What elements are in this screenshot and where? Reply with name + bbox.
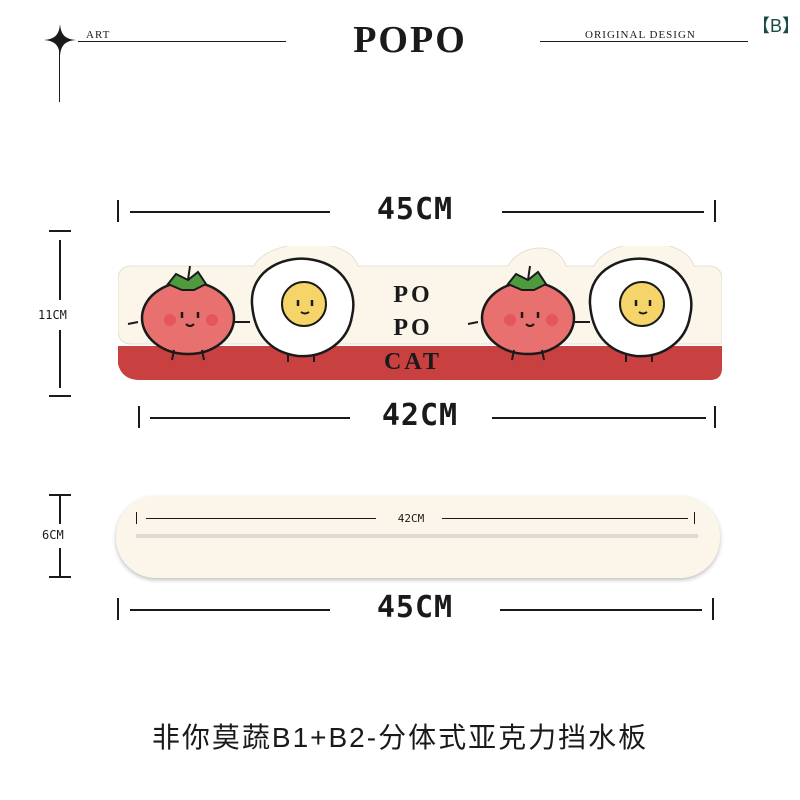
vdim-cap-bottom	[49, 395, 71, 397]
egg-character-icon	[250, 257, 355, 362]
vdim-cap-top	[49, 230, 71, 232]
vdim-bar-top	[59, 240, 61, 300]
splash-guard-board-top	[118, 246, 722, 380]
bottom-height-label: 6CM	[42, 528, 64, 542]
dim-line-right	[502, 211, 704, 213]
dim-tick-left	[138, 406, 140, 428]
dim-tick-left	[117, 598, 119, 620]
vdim-bar-bottom	[59, 548, 61, 576]
top-width-label: 45CM	[376, 192, 454, 227]
dim-tick-right	[714, 200, 716, 222]
board-text-line2: PO	[393, 315, 433, 341]
header-left-rule	[78, 41, 286, 42]
top-height-label: 11CM	[38, 308, 67, 322]
dim-line-left	[150, 417, 350, 419]
dim-line-right	[492, 417, 706, 419]
header-left-tag: ART	[86, 29, 111, 41]
variant-badge: 【B】	[752, 16, 800, 36]
board-slot	[136, 534, 698, 538]
header-right-rule	[540, 41, 748, 42]
header-right-tag: ORIGINAL DESIGN	[585, 29, 696, 41]
top-bottom-width-label: 42CM	[381, 398, 459, 433]
header-vertical-rule	[59, 44, 60, 102]
vdim-cap-bottom	[49, 576, 71, 578]
dim-tick-left	[117, 200, 119, 222]
bottom-width-label: 45CM	[376, 590, 454, 625]
tomato-character-icon	[467, 265, 590, 361]
sparkle-star-icon	[44, 24, 76, 56]
inner-line-left	[146, 518, 376, 519]
board-text-line1: PO	[393, 282, 433, 308]
tomato-character-icon	[127, 265, 250, 361]
vdim-bar-top	[59, 496, 61, 524]
dim-tick-right	[714, 406, 716, 428]
inner-line-right	[442, 518, 688, 519]
vdim-bar-bottom	[59, 330, 61, 388]
bottom-inner-width-label: 42CM	[397, 512, 425, 525]
board-text-line3: CAT	[384, 349, 442, 375]
vdim-cap-top	[49, 494, 71, 496]
dim-tick-right	[712, 598, 714, 620]
egg-character-icon	[588, 257, 693, 362]
page-title: POPO	[353, 19, 467, 61]
dim-line-left	[130, 211, 330, 213]
dim-line-left	[130, 609, 330, 611]
inner-tick-left	[136, 512, 137, 524]
product-caption: 非你莫蔬B1+B2-分体式亚克力挡水板	[151, 722, 649, 753]
inner-tick-right	[694, 512, 695, 524]
dim-line-right	[500, 609, 702, 611]
